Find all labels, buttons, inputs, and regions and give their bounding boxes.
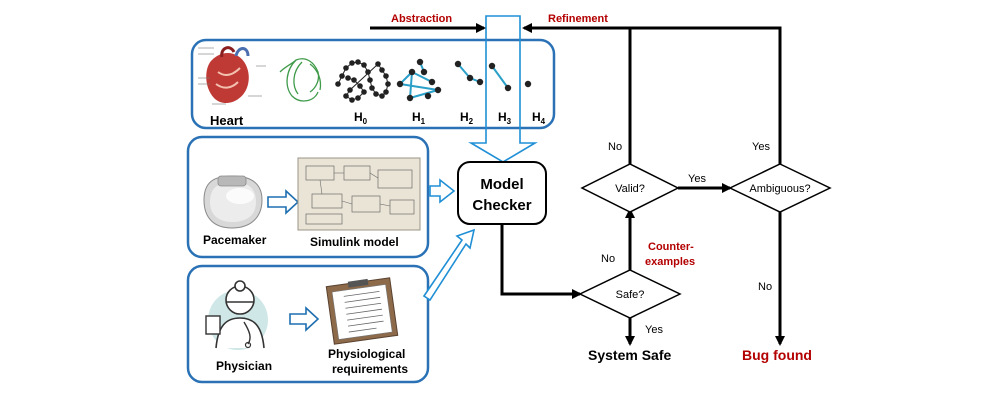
h4-model-graph [524, 80, 532, 88]
valid-no-label: No [608, 141, 622, 153]
safe-yes-label: Yes [645, 324, 663, 336]
valid-yes-label: Yes [688, 173, 706, 185]
h3-model-graph [488, 62, 512, 92]
ambiguous-no-label: No [758, 281, 772, 293]
safe-no-label: No [601, 253, 615, 265]
pacemaker-to-checker-arrow [429, 178, 456, 204]
h2-model-graph [454, 60, 484, 86]
pacemaker-label: Pacemaker [203, 233, 267, 247]
model-checker-line2: Checker [472, 197, 531, 214]
model-label-h1: H1 [412, 110, 426, 126]
ambiguous-decision-diamond [728, 163, 832, 213]
simulink-model-label: Simulink model [310, 235, 399, 249]
counterexamples-label-line2: examples [645, 256, 695, 268]
heart-to-checker-arrow [468, 15, 538, 163]
heart-anatomy-image [198, 46, 266, 105]
model-label-h4: H4 [532, 110, 546, 126]
safe-decision-diamond [578, 269, 682, 319]
model-checker-line1: Model [480, 176, 523, 193]
physician-image [205, 280, 268, 350]
counterexamples-label-line1: Counter- [648, 241, 694, 253]
model-labels: H0 H1 H2 H3 H4 [354, 110, 546, 126]
pacemaker-to-model-arrow [267, 189, 300, 215]
requirements-label-line2: requirements [332, 362, 408, 376]
model-label-h0: H0 [354, 110, 368, 126]
abstraction-label: Abstraction [391, 13, 452, 25]
h0-model-graph [335, 59, 391, 103]
requirements-label-line1: Physiological [328, 347, 405, 361]
flow-connectors [370, 23, 785, 346]
conduction-system-image [279, 58, 322, 102]
requirements-to-checker-arrow [422, 228, 476, 302]
physician-to-requirements-arrow [289, 306, 320, 332]
simulink-model-image [297, 157, 421, 231]
model-label-h2: H2 [460, 110, 474, 126]
ambiguous-decision-label: Ambiguous? [749, 183, 810, 195]
model-checker-box [457, 161, 547, 225]
h1-model-graph [396, 58, 442, 102]
checker-to-safe-arrow [500, 224, 582, 299]
system-safe-label: System Safe [588, 347, 671, 363]
heart-panel [190, 38, 556, 130]
ambiguous-yes-label: Yes [752, 141, 770, 153]
heart-label: Heart [210, 113, 244, 128]
refinement-label: Refinement [548, 13, 608, 25]
safe-decision-label: Safe? [616, 289, 645, 301]
pacemaker-device-image [203, 175, 263, 229]
valid-decision-diamond [580, 163, 680, 213]
bug-found-label: Bug found [742, 347, 812, 363]
physician-label: Physician [216, 359, 272, 373]
requirements-clipboard-image [325, 277, 399, 345]
ambiguous-yes-line [630, 26, 782, 164]
valid-decision-label: Valid? [615, 183, 645, 195]
model-label-h3: H3 [498, 110, 512, 126]
